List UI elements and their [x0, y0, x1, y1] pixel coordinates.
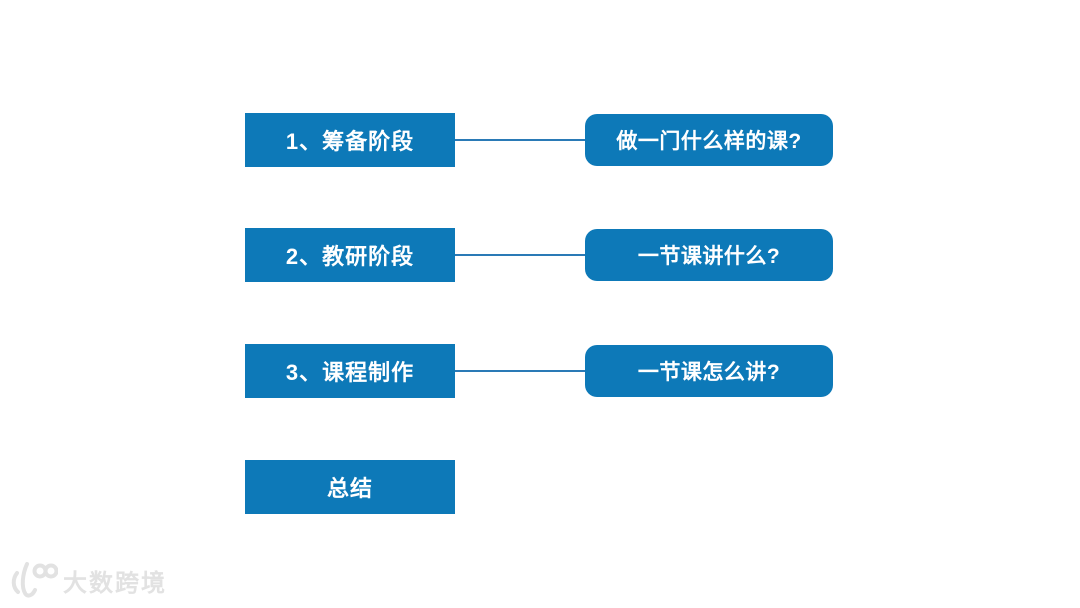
stage-box-1: 1、筹备阶段: [245, 113, 455, 167]
stage-box-summary: 总结: [245, 460, 455, 514]
connector-line-3: [455, 370, 585, 372]
question-box-1: 做一门什么样的课?: [585, 114, 833, 166]
connector-line-1: [455, 139, 585, 141]
stage-box-3: 3、课程制作: [245, 344, 455, 398]
question-box-3: 一节课怎么讲?: [585, 345, 833, 397]
question-box-2: 一节课讲什么?: [585, 229, 833, 281]
stage-box-2: 2、教研阶段: [245, 228, 455, 282]
connector-line-2: [455, 254, 585, 256]
watermark-text: 大数跨境: [63, 569, 167, 597]
watermark: 大数跨境: [10, 560, 167, 600]
dashu-kuajing-logo-icon: [10, 560, 58, 600]
